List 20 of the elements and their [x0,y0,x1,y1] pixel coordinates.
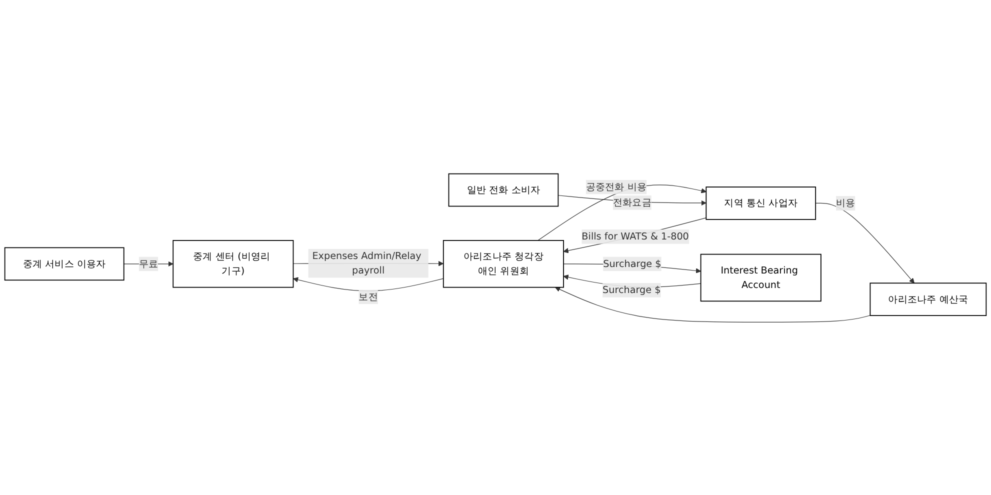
node-box: 중계 서비스 이용자 [4,246,124,280]
node-box: Interest Bearing Account [700,253,822,302]
edge-label: 무료 [138,257,158,269]
node-box: 아리조나주 예산국 [870,282,987,316]
node-box: 일반 전화 소비자 [448,172,559,206]
edge-label: 보전 [358,290,378,302]
node-box: 지역 통신 사업자 [706,186,816,220]
edge-label: Surcharge $ [603,257,662,269]
arrow [563,217,706,253]
edge-label: Bills for WATS & 1-800 [582,230,689,242]
edge-label: 비용 [836,196,856,208]
edge-label: Surcharge $ [602,284,661,296]
arrow [815,202,914,283]
node-box: 중계 센터 (비영리 기구) [172,240,294,288]
arrow [554,286,870,322]
edge-label: Expenses Admin/Relay payroll [312,250,422,276]
node-box: 아리조나주 청각장애인 위원회 [442,240,564,288]
arrow [293,276,444,291]
edge-label: 공중전화 비용 [586,180,647,192]
edge-label: 전화요금 [612,196,652,208]
